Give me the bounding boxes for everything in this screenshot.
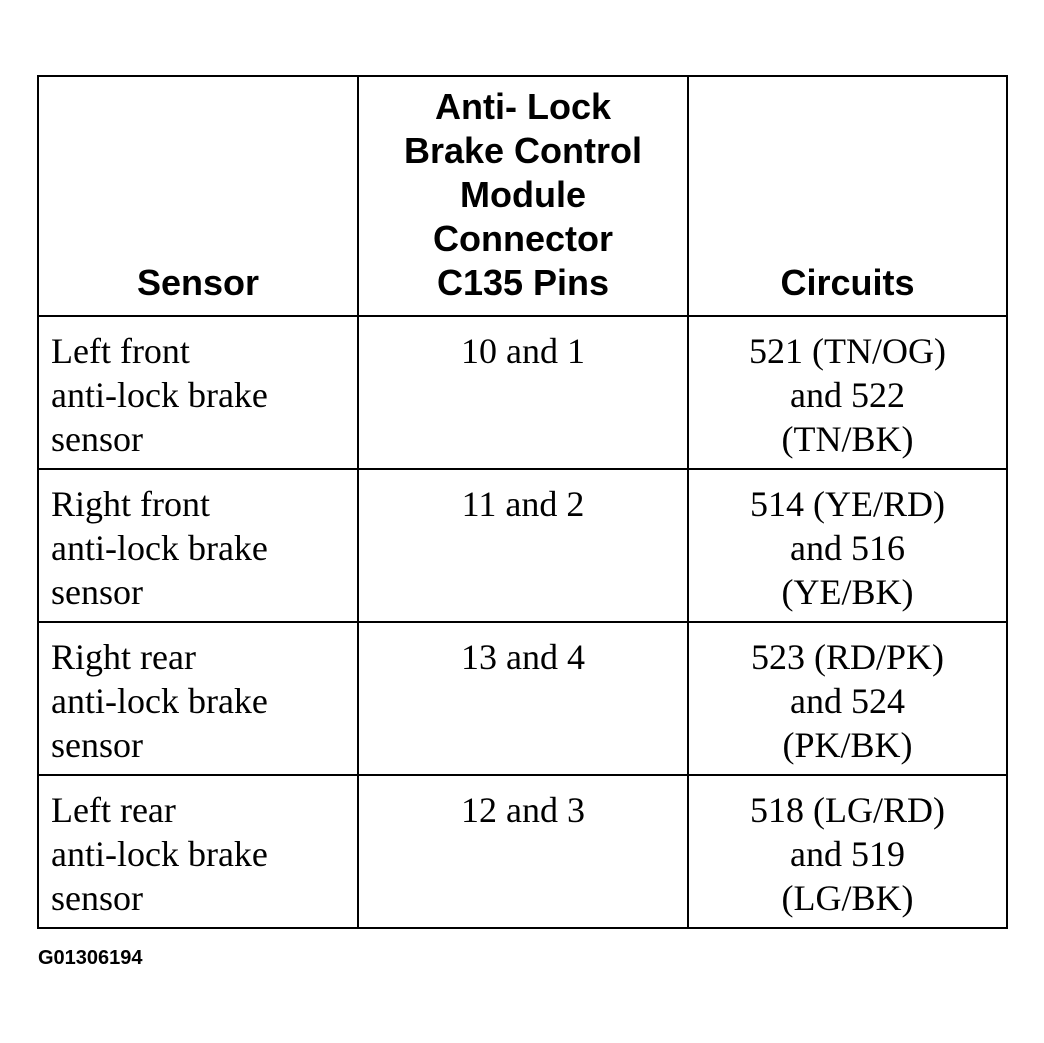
pins-line: 12 and 3 — [461, 790, 585, 830]
header-circuits-line: Circuits — [780, 262, 915, 303]
circuits-cell: 514 (YE/RD) and 516 (YE/BK) — [687, 468, 1008, 623]
table-row: Right rear anti-lock brake sensor 13 and… — [37, 621, 1008, 776]
sensor-line: anti-lock brake — [51, 681, 268, 721]
sensor-line: anti-lock brake — [51, 834, 268, 874]
circuits-line: 523 (RD/PK) — [750, 637, 944, 677]
sensor-line: sensor — [51, 419, 143, 459]
circuits-line: 521 (TN/OG) — [749, 331, 946, 371]
pins-cell: 12 and 3 — [357, 774, 689, 929]
pins-line: 11 and 2 — [461, 484, 585, 524]
sensor-line: sensor — [51, 572, 143, 612]
circuits-line: (YE/BK) — [781, 572, 914, 612]
header-sensor-line: Sensor — [136, 262, 260, 303]
header-sensor: Sensor — [37, 75, 359, 317]
pins-line: 13 and 4 — [461, 637, 585, 677]
pins-cell: 13 and 4 — [357, 621, 689, 776]
header-pins-line: Connector — [433, 218, 613, 259]
sensor-line: sensor — [51, 725, 143, 765]
sensor-line: Left rear — [51, 790, 176, 830]
abs-sensor-table: Sensor Anti- Lock Brake Control Module C… — [37, 75, 1008, 929]
circuits-line: and 516 — [790, 528, 905, 568]
circuits-line: (LG/BK) — [781, 878, 914, 918]
circuits-line: and 524 — [790, 681, 905, 721]
sensor-line: Right front — [51, 484, 210, 524]
sensor-line: Left front — [51, 331, 190, 371]
sensor-cell: Left front anti-lock brake sensor — [37, 315, 359, 470]
circuits-cell: 521 (TN/OG) and 522 (TN/BK) — [687, 315, 1008, 470]
header-pins: Anti- Lock Brake Control Module Connecto… — [357, 75, 689, 317]
circuits-line: (PK/BK) — [782, 725, 913, 765]
sensor-line: anti-lock brake — [51, 375, 268, 415]
sensor-line: sensor — [51, 878, 143, 918]
circuits-line: (TN/BK) — [781, 419, 914, 459]
sensor-line: anti-lock brake — [51, 528, 268, 568]
header-pins-line: C135 Pins — [436, 262, 610, 303]
sensor-cell: Right front anti-lock brake sensor — [37, 468, 359, 623]
header-pins-line: Anti- Lock — [435, 86, 611, 127]
pins-cell: 11 and 2 — [357, 468, 689, 623]
table-row: Left front anti-lock brake sensor 10 and… — [37, 315, 1008, 470]
circuits-line: and 519 — [790, 834, 905, 874]
circuits-line: 514 (YE/RD) — [750, 484, 945, 524]
circuits-line: and 522 — [790, 375, 905, 415]
sensor-cell: Right rear anti-lock brake sensor — [37, 621, 359, 776]
figure-id: G01306194 — [38, 947, 143, 969]
circuits-cell: 523 (RD/PK) and 524 (PK/BK) — [687, 621, 1008, 776]
pins-cell: 10 and 1 — [357, 315, 689, 470]
header-pins-line: Module — [460, 174, 586, 215]
sensor-cell: Left rear anti-lock brake sensor — [37, 774, 359, 929]
circuits-cell: 518 (LG/RD) and 519 (LG/BK) — [687, 774, 1008, 929]
header-circuits: Circuits — [687, 75, 1008, 317]
circuits-line: 518 (LG/RD) — [750, 790, 945, 830]
header-row: Sensor Anti- Lock Brake Control Module C… — [37, 75, 1008, 317]
pins-line: 10 and 1 — [461, 331, 585, 371]
header-pins-line: Brake Control — [403, 130, 643, 171]
table-row: Right front anti-lock brake sensor 11 an… — [37, 468, 1008, 623]
sensor-line: Right rear — [51, 637, 196, 677]
table-row: Left rear anti-lock brake sensor 12 and … — [37, 774, 1008, 929]
